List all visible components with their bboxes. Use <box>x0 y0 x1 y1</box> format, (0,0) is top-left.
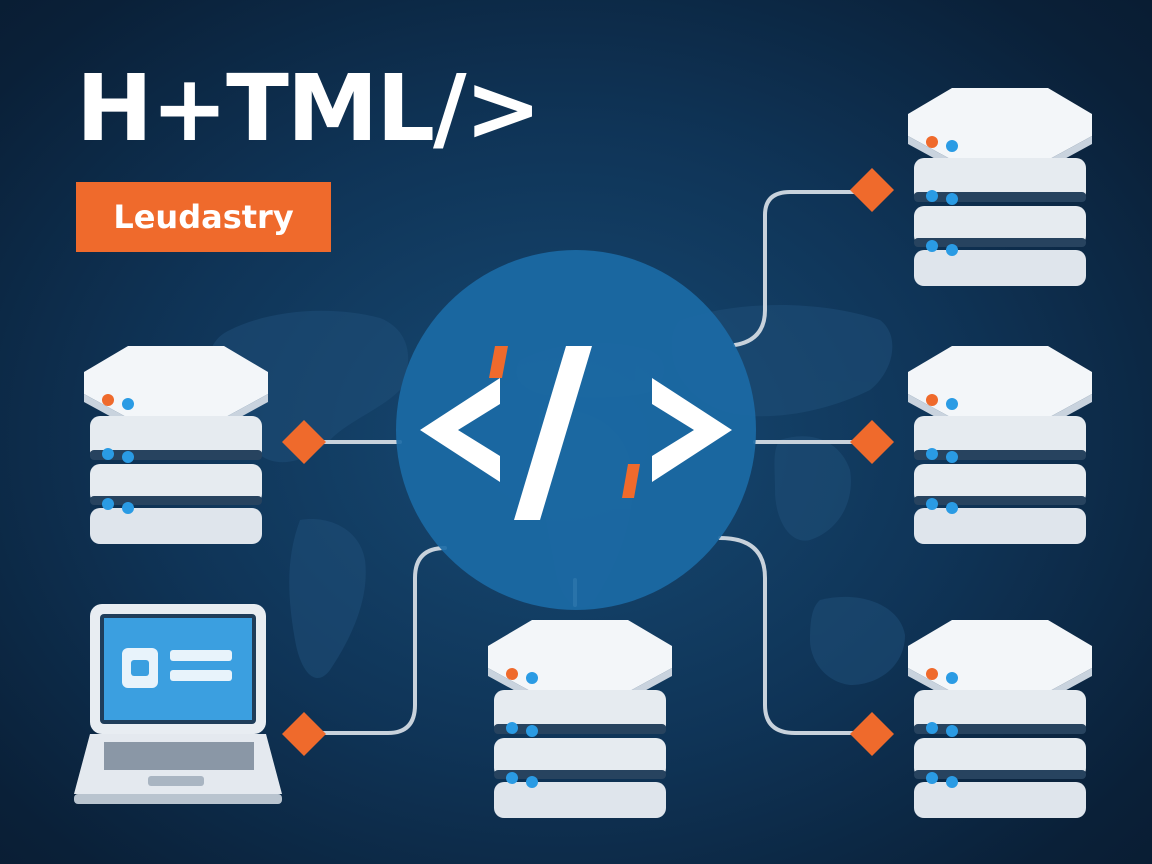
database-server-icon <box>84 346 268 544</box>
laptop-icon <box>74 604 282 804</box>
diamond-node <box>850 420 894 464</box>
database-server-icon <box>908 88 1092 286</box>
code-brackets-icon <box>420 346 732 520</box>
database-server-icon <box>908 346 1092 544</box>
code-hub <box>396 250 756 610</box>
database-server-icon <box>908 620 1092 818</box>
brand-badge: Leudastry <box>76 182 331 252</box>
diamond-node <box>282 420 326 464</box>
diamond-node <box>282 712 326 756</box>
connector-nodes <box>282 168 894 756</box>
connector-lines <box>313 190 868 735</box>
page-title: H+TML/> <box>76 55 542 162</box>
database-server-icon <box>488 620 672 818</box>
diamond-node <box>850 712 894 756</box>
hub-globe <box>396 250 756 610</box>
diamond-node <box>850 168 894 212</box>
